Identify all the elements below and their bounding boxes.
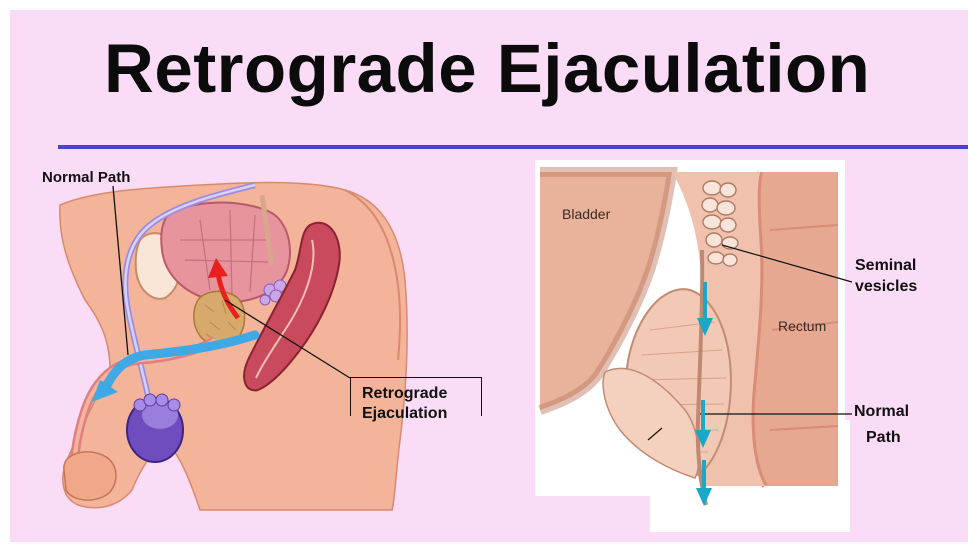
seminal-vesicles-label-line2: vesicles [855, 277, 917, 297]
rectum-label: Rectum [778, 318, 826, 334]
normal-path-right-label-line2: Path [866, 428, 901, 448]
seminal-vesicles-label-line1: Seminal [855, 256, 916, 276]
normal-path-right-label-line1: Normal [854, 402, 909, 422]
bladder-label: Bladder [562, 206, 610, 222]
